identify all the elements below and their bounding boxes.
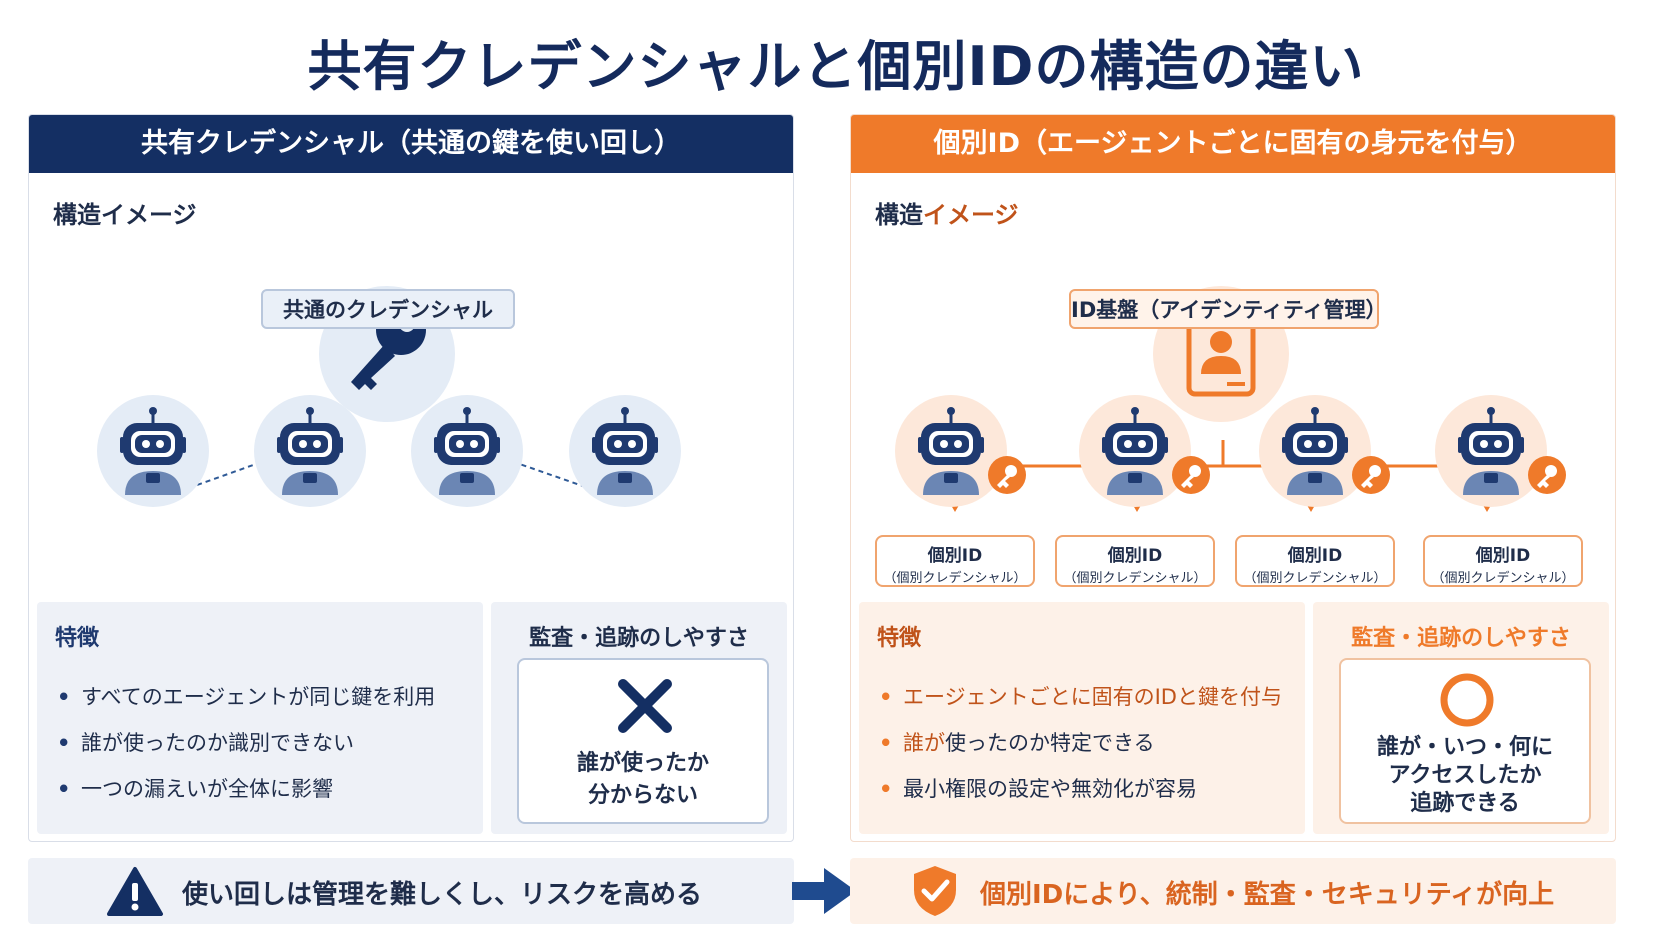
- common-credential-label: 共通のクレデンシャル: [261, 289, 515, 329]
- robot-agent-3: [1259, 395, 1371, 507]
- shared-features-list: •すべてのエージェントが同じ鍵を利用 •誰が使ったのか識別できない •一つの漏え…: [57, 674, 435, 812]
- cross-icon: [618, 679, 672, 733]
- individual-footer-text: 個別IDにより、統制・監査・セキュリティが向上: [980, 880, 1555, 910]
- shared-audit-box: 監査・追跡のしやすさ 誰が使ったか 分からない: [491, 602, 787, 834]
- id-platform-label: ID基盤（アイデンティティ管理）: [1069, 289, 1387, 329]
- key-badge-icon: [1172, 456, 1210, 494]
- key-badge-icon: [988, 456, 1026, 494]
- list-item: •一つの漏えいが全体に影響: [57, 777, 333, 801]
- individual-audit-line-2: アクセスしたか: [1388, 763, 1542, 788]
- robot-agent-2: [1079, 395, 1191, 507]
- individual-audit-line-1: 誰が・いつ・何に: [1376, 735, 1553, 760]
- individual-id-tag-4: 個別ID（個別クレデンシャル）: [1423, 535, 1583, 587]
- individual-id-tag-2: 個別ID（個別クレデンシャル）: [1055, 535, 1215, 587]
- shared-audit-line-2: 分からない: [587, 783, 698, 808]
- individual-footer-banner: 個別IDにより、統制・監査・セキュリティが向上: [850, 858, 1616, 924]
- robot-agent-1: [895, 395, 1007, 507]
- individual-features-box: 特徴 •エージェントごとに固有のIDと鍵を付与 •誰が使ったのか特定できる •最…: [859, 602, 1305, 834]
- individual-audit-title: 監査・追跡のしやすさ: [1351, 626, 1571, 651]
- list-item: •最小権限の設定や無効化が容易: [879, 777, 1197, 801]
- circle-ok-icon: [1440, 673, 1494, 727]
- robot-agent-2: [254, 395, 366, 507]
- shared-features-box: 特徴 •すべてのエージェントが同じ鍵を利用 •誰が使ったのか識別できない •一つ…: [37, 602, 483, 834]
- robot-agent-3: [411, 395, 523, 507]
- key-badge-icon: [1528, 456, 1566, 494]
- shared-footer-banner: 使い回しは管理を難しくし、リスクを高める: [28, 858, 794, 924]
- shared-audit-line-1: 誰が使ったか: [576, 751, 709, 776]
- shared-structure-label: 構造イメージ: [53, 201, 197, 229]
- list-item: •すべてのエージェントが同じ鍵を利用: [57, 685, 436, 709]
- shared-agents: [97, 395, 681, 507]
- shield-check-icon: [914, 866, 956, 916]
- transition-arrow-icon: [792, 868, 856, 914]
- individual-audit-card: 誰が・いつ・何に アクセスしたか 追跡できる: [1339, 658, 1591, 824]
- shared-credential-panel: 共有クレデンシャル（共通の鍵を使い回し） 構造イメージ 共通のクレデンシャル: [28, 114, 794, 842]
- list-item: •誰が使ったのか特定できる: [879, 731, 1155, 755]
- individual-audit-line-3: 追跡できる: [1410, 791, 1520, 816]
- robot-agent-4: [1435, 395, 1547, 507]
- individual-panel-header: 個別ID（エージェントごとに固有の身元を付与）: [851, 115, 1615, 173]
- robot-agent-1: [97, 395, 209, 507]
- individual-features-title: 特徴: [877, 626, 922, 651]
- shared-footer-text: 使い回しは管理を難しくし、リスクを高める: [182, 880, 703, 910]
- individual-id-tag-1: 個別ID（個別クレデンシャル）: [875, 535, 1035, 587]
- key-badge-icon: [1352, 456, 1390, 494]
- individual-agents: [895, 395, 1566, 507]
- shared-panel-header: 共有クレデンシャル（共通の鍵を使い回し）: [29, 115, 793, 173]
- individual-audit-box: 監査・追跡のしやすさ 誰が・いつ・何に アクセスしたか 追跡できる: [1313, 602, 1609, 834]
- individual-id-tag-3: 個別ID（個別クレデンシャル）: [1235, 535, 1395, 587]
- page-title: 共有クレデンシャルと個別IDの構造の違い: [307, 35, 1365, 98]
- individual-id-panel: 個別ID（エージェントごとに固有の身元を付与） 構造イメージ ID基盤（アイデン…: [850, 114, 1616, 842]
- shared-features-title: 特徴: [55, 626, 100, 651]
- robot-agent-4: [569, 395, 681, 507]
- list-item: •誰が使ったのか識別できない: [57, 731, 354, 755]
- shared-audit-card: 誰が使ったか 分からない: [517, 658, 769, 824]
- list-item: •エージェントごとに固有のIDと鍵を付与: [879, 685, 1282, 709]
- shared-audit-title: 監査・追跡のしやすさ: [529, 626, 749, 651]
- individual-structure-label: 構造イメージ: [875, 201, 1019, 229]
- warning-icon: [107, 867, 163, 916]
- individual-features-list: •エージェントごとに固有のIDと鍵を付与 •誰が使ったのか特定できる •最小権限…: [879, 674, 1282, 812]
